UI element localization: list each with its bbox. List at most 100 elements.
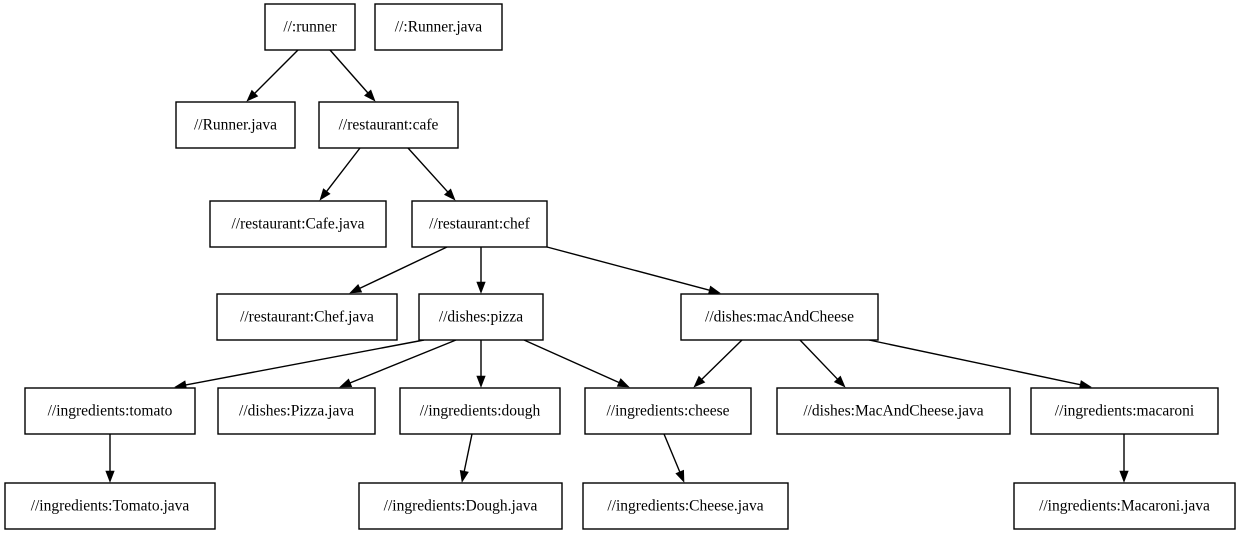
nodes-layer: //:runner //:Runner.java //Runner.java //re…: [4, 3, 1236, 530]
edge-line: [663, 433, 681, 473]
graph-node-ing_macaroni[interactable]: //ingredients:macaroni: [1030, 387, 1219, 435]
node-box[interactable]: [209, 200, 387, 248]
edge-arrowhead: [339, 378, 353, 388]
graph-edge: [476, 340, 486, 388]
graph-edge: [246, 49, 299, 102]
graph-edge: [407, 147, 456, 201]
node-label: //restaurant:Cafe.java: [232, 216, 365, 233]
graph-node-restaurant_cafe[interactable]: //restaurant:cafe: [318, 101, 459, 149]
graph-node-ing_dough[interactable]: //ingredients:dough: [399, 387, 561, 435]
edge-line: [868, 339, 1081, 386]
graph-edge: [319, 147, 361, 201]
node-box[interactable]: [217, 387, 376, 435]
node-box[interactable]: [776, 387, 1011, 435]
edge-line: [546, 246, 710, 291]
node-label: //restaurant:Chef.java: [240, 309, 374, 326]
node-box[interactable]: [1013, 482, 1236, 530]
graph-node-dishes_pizza[interactable]: //dishes:pizza: [418, 293, 544, 341]
node-label: //dishes:Pizza.java: [239, 403, 354, 420]
edge-arrowhead: [246, 89, 259, 102]
graph-edge: [693, 339, 743, 388]
node-label: //ingredients:macaroni: [1055, 403, 1195, 420]
node-box[interactable]: [418, 293, 544, 341]
node-label: //ingredients:Tomato.java: [31, 498, 190, 515]
graph-node-tomato_java[interactable]: //ingredients:Tomato.java: [4, 482, 216, 530]
graph-node-dough_java[interactable]: //ingredients:Dough.java: [358, 482, 563, 530]
graph-node-mac_java[interactable]: //dishes:MacAndCheese.java: [776, 387, 1011, 435]
node-box[interactable]: [318, 101, 459, 149]
graph-edge: [1119, 434, 1129, 483]
graph-edge: [329, 49, 376, 102]
edge-line: [523, 339, 620, 384]
node-box[interactable]: [584, 387, 752, 435]
edge-arrowhead: [675, 469, 685, 483]
edge-arrowhead: [707, 285, 721, 295]
graph-edge: [546, 246, 721, 295]
graph-node-macaroni_java[interactable]: //ingredients:Macaroni.java: [1013, 482, 1236, 530]
edge-arrowhead: [459, 469, 469, 483]
edge-arrowhead: [616, 378, 630, 388]
graph-node-runner[interactable]: //:runner: [264, 3, 356, 51]
edge-arrowhead: [319, 188, 331, 201]
edge-arrowhead: [833, 375, 846, 388]
graph-node-restaurant_chef[interactable]: //restaurant:chef: [411, 200, 548, 248]
graph-edge: [799, 339, 846, 388]
edge-line: [799, 339, 838, 380]
edge-line: [349, 339, 457, 384]
graph-edge: [349, 246, 448, 294]
graph-node-runner_java[interactable]: //Runner.java: [175, 101, 296, 149]
graph-edge: [868, 339, 1092, 390]
edge-line: [407, 147, 449, 193]
graph-node-ing_cheese[interactable]: //ingredients:cheese: [584, 387, 752, 435]
node-label: //ingredients:cheese: [606, 403, 729, 420]
graph-edge: [105, 434, 115, 483]
edge-arrowhead: [476, 375, 486, 388]
edge-line: [326, 147, 361, 192]
edge-line: [185, 339, 425, 386]
edge-arrowhead: [105, 470, 115, 483]
node-box[interactable]: [264, 3, 356, 51]
graph-node-cafe_java[interactable]: //restaurant:Cafe.java: [209, 200, 387, 248]
edge-arrowhead: [693, 375, 706, 388]
node-label: //ingredients:Cheese.java: [607, 498, 763, 515]
graph-node-cheese_java[interactable]: //ingredients:Cheese.java: [582, 482, 789, 530]
edge-arrowhead: [443, 188, 456, 201]
edge-line: [463, 433, 473, 472]
node-label: //ingredients:Macaroni.java: [1039, 498, 1210, 515]
node-label: //restaurant:chef: [429, 216, 531, 233]
node-label: //:runner: [283, 19, 337, 36]
node-label: //dishes:MacAndCheese.java: [803, 403, 983, 420]
graph-node-dishes_mac[interactable]: //dishes:macAndCheese: [680, 293, 879, 341]
edge-arrowhead: [1119, 470, 1129, 483]
node-box[interactable]: [358, 482, 563, 530]
node-box[interactable]: [24, 387, 196, 435]
node-label: //ingredients:Dough.java: [384, 498, 538, 515]
graph-edge: [174, 339, 425, 390]
node-label: //dishes:pizza: [439, 309, 523, 326]
graph-edge: [339, 339, 457, 388]
node-label: //ingredients:dough: [420, 403, 541, 420]
node-box[interactable]: [374, 3, 503, 51]
node-label: //:Runner.java: [395, 19, 483, 36]
node-box[interactable]: [680, 293, 879, 341]
node-box[interactable]: [216, 293, 398, 341]
node-box[interactable]: [411, 200, 548, 248]
edge-arrowhead: [364, 89, 376, 102]
node-box[interactable]: [175, 101, 296, 149]
node-label: //dishes:macAndCheese: [705, 309, 854, 326]
node-box[interactable]: [4, 482, 216, 530]
node-box[interactable]: [399, 387, 561, 435]
graph-node-pizza_java[interactable]: //dishes:Pizza.java: [217, 387, 376, 435]
edge-arrowhead: [476, 281, 486, 294]
graph-edge: [663, 433, 685, 483]
graph-node-runner_java_root[interactable]: //:Runner.java: [374, 3, 503, 51]
graph-node-chef_java[interactable]: //restaurant:Chef.java: [216, 293, 398, 341]
node-box[interactable]: [582, 482, 789, 530]
graph-node-ing_tomato[interactable]: //ingredients:tomato: [24, 387, 196, 435]
node-label: //Runner.java: [194, 117, 277, 134]
edges-layer: [105, 49, 1129, 483]
node-box[interactable]: [1030, 387, 1219, 435]
edge-line: [254, 49, 299, 94]
